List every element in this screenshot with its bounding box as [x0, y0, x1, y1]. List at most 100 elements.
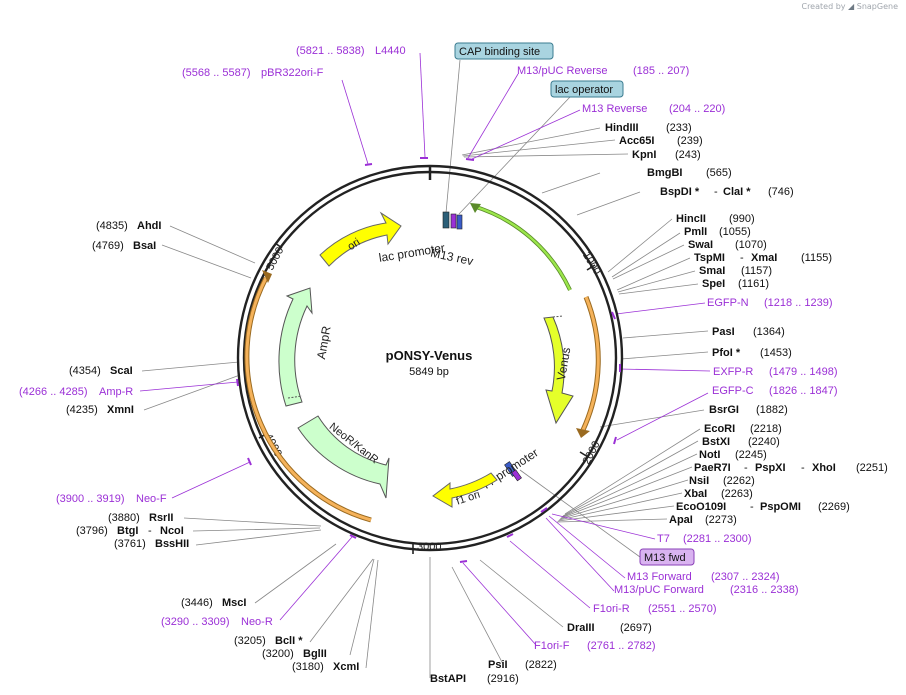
green-arc-outline [472, 204, 572, 291]
connector-psii [451, 566, 504, 665]
connector-bsai [161, 244, 252, 279]
site-tspmi-pos: (1155) [801, 252, 832, 264]
venus-feature [543, 316, 574, 425]
cap-binding-site-box [454, 42, 554, 60]
site-bsshii-name: BssHII [155, 538, 189, 550]
site-bspdi-pos: (746) [768, 186, 794, 198]
connector-kpni [463, 153, 629, 158]
site-acc65i-name: Acc65I [619, 135, 654, 147]
site-ecori-name: EcoRI [704, 423, 735, 435]
primer-labels: (5821 .. 5838) L4440 (5568 .. 5587) pBR3… [19, 45, 838, 652]
site-bglii-name: BglII [303, 648, 327, 660]
primer-m13-reverse-range: (204 .. 220) [669, 103, 725, 115]
site-bspdi-name: BspDI * [660, 186, 700, 198]
primer-mark-neo-r [349, 534, 357, 539]
connector-btgi [192, 527, 321, 532]
m13-fwd-box [639, 548, 695, 566]
connector-xmni [143, 374, 241, 411]
site-kpni-name: KpnI [632, 149, 656, 161]
connector-hincii [607, 218, 673, 273]
tick-label-1000: 1000 [580, 250, 603, 277]
site-kpni-pos: (243) [675, 149, 701, 161]
ori-feature [319, 211, 402, 267]
site-hincii-name: HincII [676, 213, 706, 225]
connector-pasi [622, 330, 709, 339]
connector-amp-r [139, 381, 239, 392]
site-msci-name: MscI [222, 597, 246, 609]
snapgene-logo-icon: ◢ [848, 2, 855, 11]
connector-exfp-r [619, 368, 711, 372]
primer-l4440-name: L4440 [375, 45, 406, 57]
primer-neo-f-range: (3900 .. 3919) [56, 493, 125, 505]
orange-arc-left [245, 277, 372, 522]
tick-label-3000: 3000 [417, 541, 441, 553]
site-scai-name: ScaI [110, 365, 133, 377]
site-bstapi-pos: (2916) [487, 673, 519, 685]
site-bsshii-pos: (3761) [114, 538, 146, 550]
primer-exfp-r-name: EXFP-R [713, 366, 753, 378]
connector-egfp-n [615, 302, 706, 315]
tick-mark-1000 [586, 264, 596, 271]
site-ncoi-name: NcoI [160, 525, 184, 537]
site-spei-name: SpeI [702, 278, 725, 290]
m13-rev-marker [450, 213, 457, 229]
primer-t7-range: (2281 .. 2300) [683, 533, 752, 545]
primer-mark-egfp-c [613, 436, 617, 445]
ori-label: ori [346, 236, 363, 253]
primer-mark-egfp-n [611, 311, 616, 320]
site-bspdi-sep: - [714, 186, 718, 198]
site-swai-name: SwaI [688, 239, 713, 251]
connector-bsshii [195, 529, 322, 546]
site-bsrgi-name: BsrGI [709, 404, 739, 416]
connector-egfp-c [616, 392, 709, 441]
connector-bcli [309, 558, 374, 643]
primer-connectors [139, 52, 711, 646]
site-ahdi-pos: (4835) [96, 220, 128, 232]
site-psii-pos: (2822) [525, 659, 557, 671]
site-btgi-name: BtgI [117, 525, 138, 537]
primer-mark-pbr322ori-f [364, 163, 373, 166]
plasmid-name: pONSY-Venus [386, 348, 473, 363]
primer-m13-forward-name: M13 Forward [627, 571, 692, 583]
site-paer7i-name: PaeR7I [694, 462, 731, 474]
connector-l4440 [419, 52, 426, 158]
green-arc-arrowhead [470, 203, 481, 213]
connector-tspmi [616, 257, 691, 291]
plasmid-length: 5849 bp [409, 366, 449, 378]
primer-exfp-r-range: (1479 .. 1498) [769, 366, 838, 378]
tick-label-5000: 5000 [264, 245, 286, 272]
connector-smai [617, 270, 696, 293]
primer-f1ori-r-name: F1ori-R [593, 603, 630, 615]
connector-m13puc-forward [545, 517, 615, 592]
primer-f1ori-f-name: F1ori-F [534, 640, 570, 652]
connector-bstxi [562, 440, 699, 517]
site-btgi-pos: (3796) [76, 525, 108, 537]
site-xbai-pos: (2263) [721, 488, 753, 500]
site-bstxi-name: BstXI [702, 436, 730, 448]
connector-spei [618, 283, 699, 295]
venus-label: Venus [554, 346, 574, 381]
site-paer7i-pos: (2251) [856, 462, 888, 474]
lac-operator-label: lac operator [555, 84, 613, 96]
site-bstapi-name: BstAPI [430, 673, 466, 685]
site-connectors [141, 59, 709, 678]
primer-amp-r-name: Amp-R [99, 386, 133, 398]
primer-t7-name: T7 [657, 533, 670, 545]
site-nsii-pos: (2262) [723, 475, 755, 487]
site-pfoi-pos: (1453) [760, 347, 792, 359]
branding-name: SnapGene [856, 2, 898, 11]
site-pasi-name: PasI [712, 326, 735, 338]
cap-binding-site-label: CAP binding site [459, 46, 540, 58]
primer-l4440-range: (5821 .. 5838) [296, 45, 365, 57]
site-ecori-pos: (2218) [750, 423, 782, 435]
site-nsii-name: NsiI [689, 475, 709, 487]
site-xcmi-name: XcmI [333, 661, 359, 673]
ampr-feature [278, 287, 313, 407]
primer-m13puc-reverse-range: (185 .. 207) [633, 65, 689, 77]
site-bmgbi-pos: (565) [706, 167, 732, 179]
site-pmli-pos: (1055) [719, 226, 751, 238]
site-bsai-name: BsaI [133, 240, 156, 252]
site-msci-pos: (3446) [181, 597, 213, 609]
site-bglii-pos: (3200) [262, 648, 294, 660]
